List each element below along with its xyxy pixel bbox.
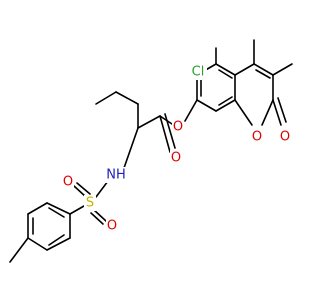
bond-s-o2a: [93, 209, 107, 222]
bond-lactone-co-2: [277, 97, 287, 123]
bond-tol-methyl: [9, 237, 29, 263]
bond-ch2-ch2: [115, 91, 139, 105]
bond-tol-a: [46, 202, 71, 215]
bond-pyr-e: [234, 99, 253, 126]
atom-label-o-ester: O: [173, 120, 183, 135]
bond-ring-d: [196, 99, 217, 112]
bond-c7-o: [184, 99, 198, 122]
bond-pyr-a: [234, 63, 255, 76]
bond-methyl-3: [272, 63, 293, 76]
atom-ring-oxygen: O: [251, 129, 263, 145]
atom-label-s: S: [86, 196, 94, 211]
atom-label-o-s2: O: [107, 219, 117, 234]
atom-amine-nitrogen: NH: [105, 167, 127, 183]
atom-label-nh: NH: [106, 168, 126, 183]
atom-label-o-s1: O: [63, 175, 73, 190]
bond-s-aryl: [69, 205, 85, 215]
bond-s-o2b: [90, 212, 104, 225]
atom-label-o-lactone: O: [280, 130, 290, 145]
atom-label-o-ring: O: [252, 130, 262, 145]
bond-tol-inner-3: [48, 234, 65, 246]
chemical-structure: Cl O O O O NH S O: [9, 39, 293, 263]
bond-co-2: [164, 113, 176, 149]
atom-carbonyl-oxygen: O: [170, 150, 182, 166]
atom-ester-oxygen: O: [172, 119, 184, 135]
bond-pyr-b: [253, 63, 274, 76]
bond-ring-c: [215, 99, 236, 112]
atom-lactone-oxygen: O: [279, 129, 291, 145]
bond-tol-b: [27, 202, 48, 215]
bond-layer: [9, 39, 293, 263]
atom-sulfur: S: [84, 195, 96, 211]
bond-nh-s: [95, 180, 109, 198]
bond-alpha-nh: [123, 127, 139, 169]
bond-ring-inner-2: [218, 96, 233, 106]
atom-label-o-carbonyl: O: [171, 151, 181, 166]
bond-tol-e: [46, 237, 71, 251]
bond-pyr-b-inner: [255, 69, 271, 79]
atom-sulfonyl-oxygen-bottom: O: [106, 218, 118, 234]
bond-tol-d: [27, 237, 48, 251]
bond-ring-inner-1: [218, 69, 233, 79]
molecule-canvas: Cl O O O O NH S O: [9, 39, 293, 263]
bond-ring-a: [215, 63, 236, 76]
bond-tol-inner-1: [48, 207, 65, 218]
bond-s-o1b: [76, 182, 91, 195]
atom-chlorine: Cl: [189, 64, 207, 80]
atom-sulfonyl-oxygen-top: O: [62, 174, 74, 190]
bond-ch2-ch3: [95, 91, 117, 105]
bond-pyr-d: [261, 99, 274, 126]
atom-label-cl: Cl: [192, 65, 205, 80]
bond-carbonyl-alpha: [137, 115, 161, 129]
bond-co-1: [159, 115, 171, 153]
bond-lactone-co-1: [272, 99, 282, 126]
